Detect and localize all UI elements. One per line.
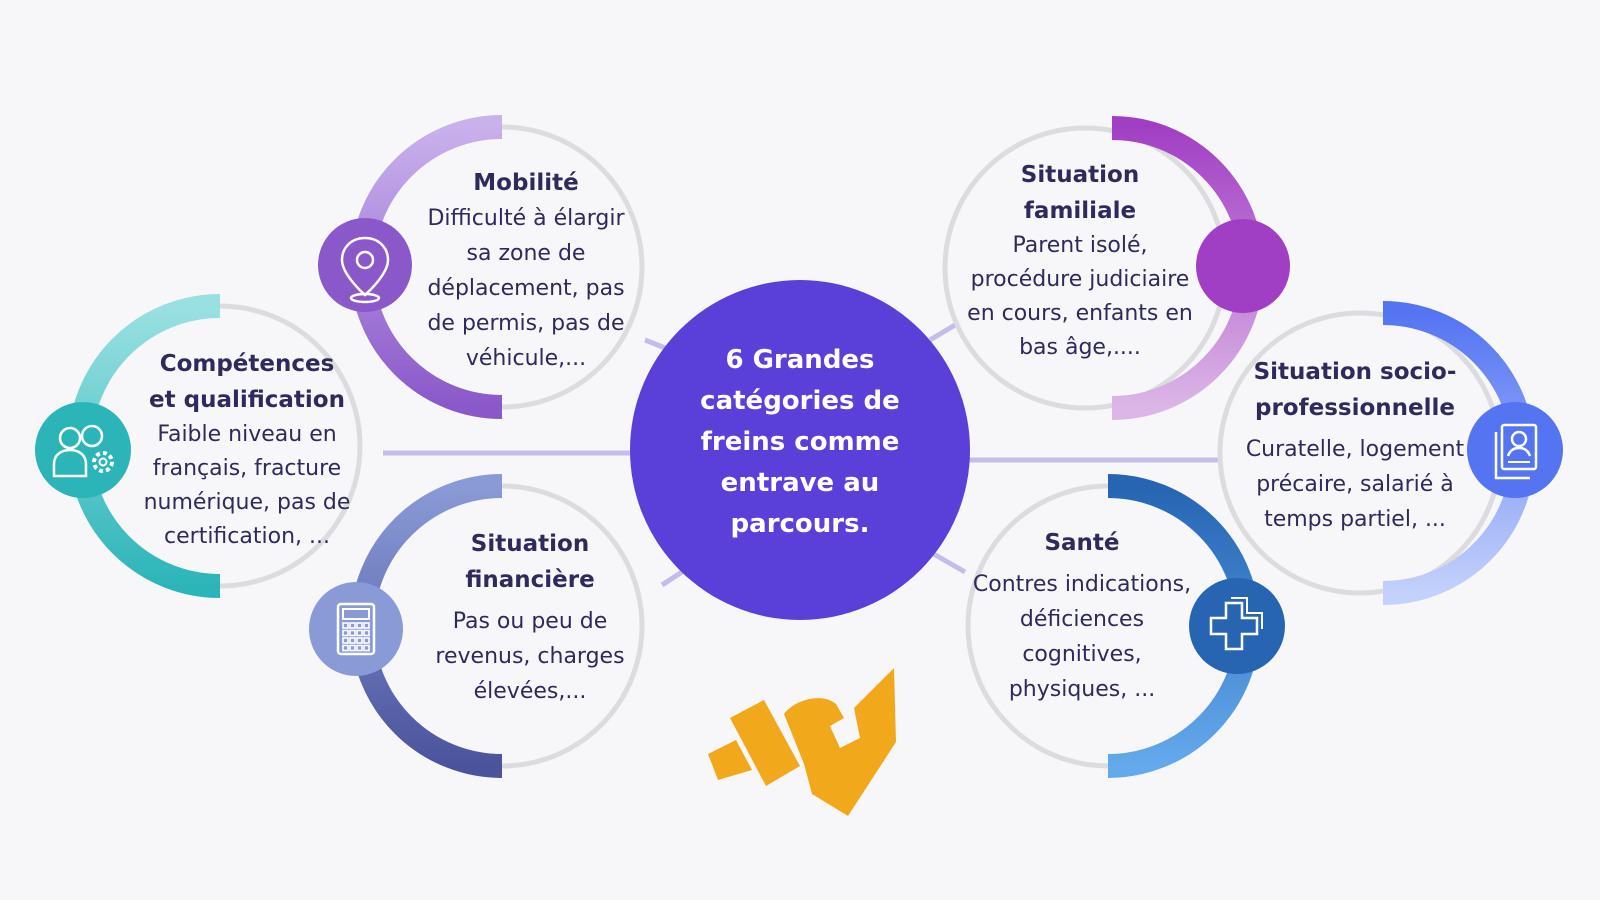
connector-financiere [660,569,684,588]
connectors [383,322,1218,588]
family-icon [1196,219,1290,313]
calculator-icon [309,582,403,676]
ring-track-socio [1217,310,1503,596]
logo [708,668,896,816]
center-circle [630,280,970,620]
connector-sante [930,550,967,575]
ring-track-familiale [942,125,1228,411]
location-pin-icon [318,218,412,312]
id-card-icon [1467,402,1563,498]
connector-familiale [928,322,957,343]
medical-cross-icon [1189,578,1285,674]
users-gear-icon [35,402,131,498]
